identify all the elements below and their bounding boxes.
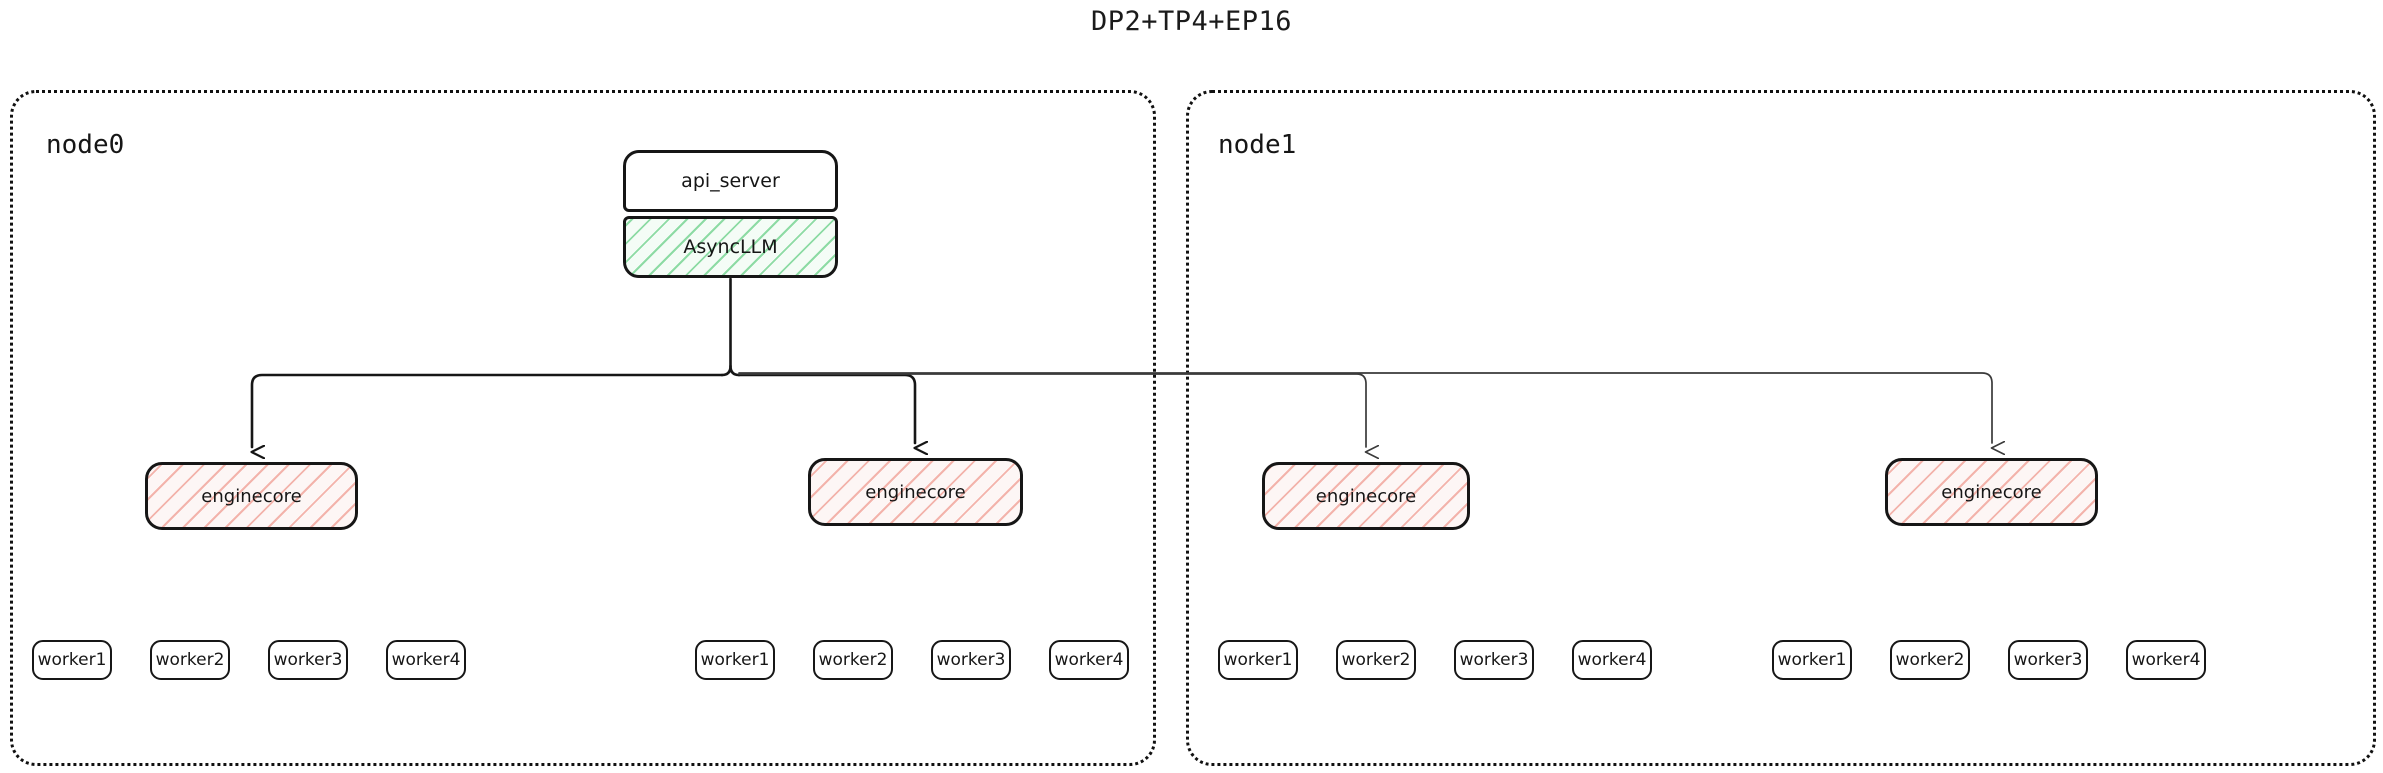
- node-label-node1: node1: [1218, 130, 1297, 160]
- worker-box[interactable]: worker1: [1218, 640, 1298, 680]
- worker-box[interactable]: worker1: [32, 640, 112, 680]
- worker-box[interactable]: worker3: [268, 640, 348, 680]
- worker-box[interactable]: worker1: [1772, 640, 1852, 680]
- enginecore-box[interactable]: enginecore: [145, 462, 358, 530]
- worker-box[interactable]: worker2: [150, 640, 230, 680]
- node-label-node0: node0: [46, 130, 125, 160]
- async-llm-box[interactable]: AsyncLLM: [623, 216, 838, 278]
- worker-box[interactable]: worker4: [386, 640, 466, 680]
- worker-box[interactable]: worker4: [1572, 640, 1652, 680]
- worker-box[interactable]: worker4: [2126, 640, 2206, 680]
- enginecore-box[interactable]: enginecore: [808, 458, 1023, 526]
- enginecore-box[interactable]: enginecore: [1262, 462, 1470, 530]
- worker-box[interactable]: worker2: [1336, 640, 1416, 680]
- worker-box[interactable]: worker3: [1454, 640, 1534, 680]
- api-server-box[interactable]: api_server: [623, 150, 838, 212]
- worker-box[interactable]: worker2: [813, 640, 893, 680]
- enginecore-box[interactable]: enginecore: [1885, 458, 2098, 526]
- worker-box[interactable]: worker4: [1049, 640, 1129, 680]
- worker-box[interactable]: worker2: [1890, 640, 1970, 680]
- worker-box[interactable]: worker1: [695, 640, 775, 680]
- worker-box[interactable]: worker3: [931, 640, 1011, 680]
- page-title: DP2+TP4+EP16: [1090, 6, 1293, 37]
- worker-box[interactable]: worker3: [2008, 640, 2088, 680]
